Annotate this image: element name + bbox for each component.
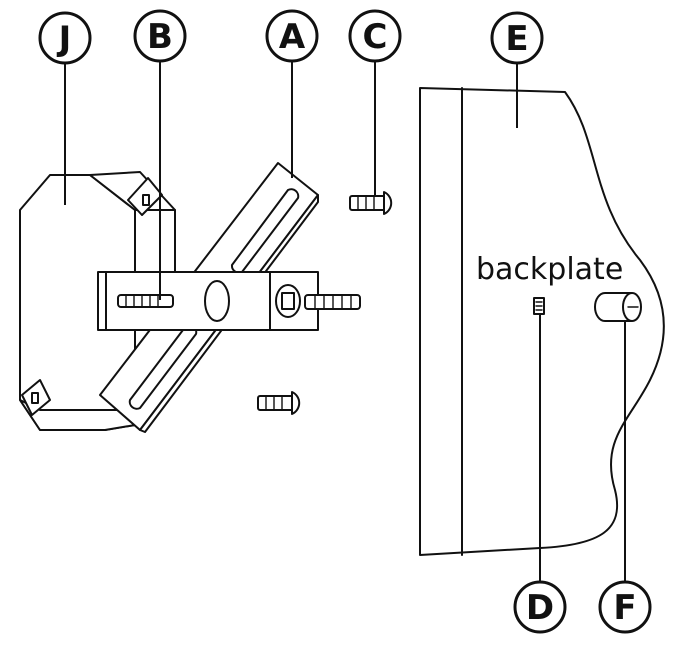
nut xyxy=(275,284,301,318)
svg-text:A: A xyxy=(279,17,306,57)
callout-b: B xyxy=(133,9,187,63)
callout-a: A xyxy=(265,9,319,63)
svg-text:J: J xyxy=(57,19,72,59)
svg-text:E: E xyxy=(505,19,528,59)
callout-d: D xyxy=(513,580,567,634)
screw-c xyxy=(349,191,393,215)
backplate-label: backplate xyxy=(476,252,623,287)
svg-text:C: C xyxy=(363,17,388,57)
callout-f: F xyxy=(598,580,652,634)
threaded-rod-right xyxy=(304,294,361,310)
callout-c: C xyxy=(348,9,402,63)
svg-text:D: D xyxy=(526,588,554,628)
svg-text:F: F xyxy=(613,588,636,628)
backplate-panel xyxy=(419,87,665,556)
callout-e: E xyxy=(490,11,544,65)
cylinder-f xyxy=(594,292,642,322)
callout-j: J xyxy=(38,11,92,65)
threaded-rod-left xyxy=(117,294,174,308)
crossbar-b xyxy=(97,271,361,331)
svg-text:B: B xyxy=(147,17,173,57)
screw-lower xyxy=(257,391,301,415)
